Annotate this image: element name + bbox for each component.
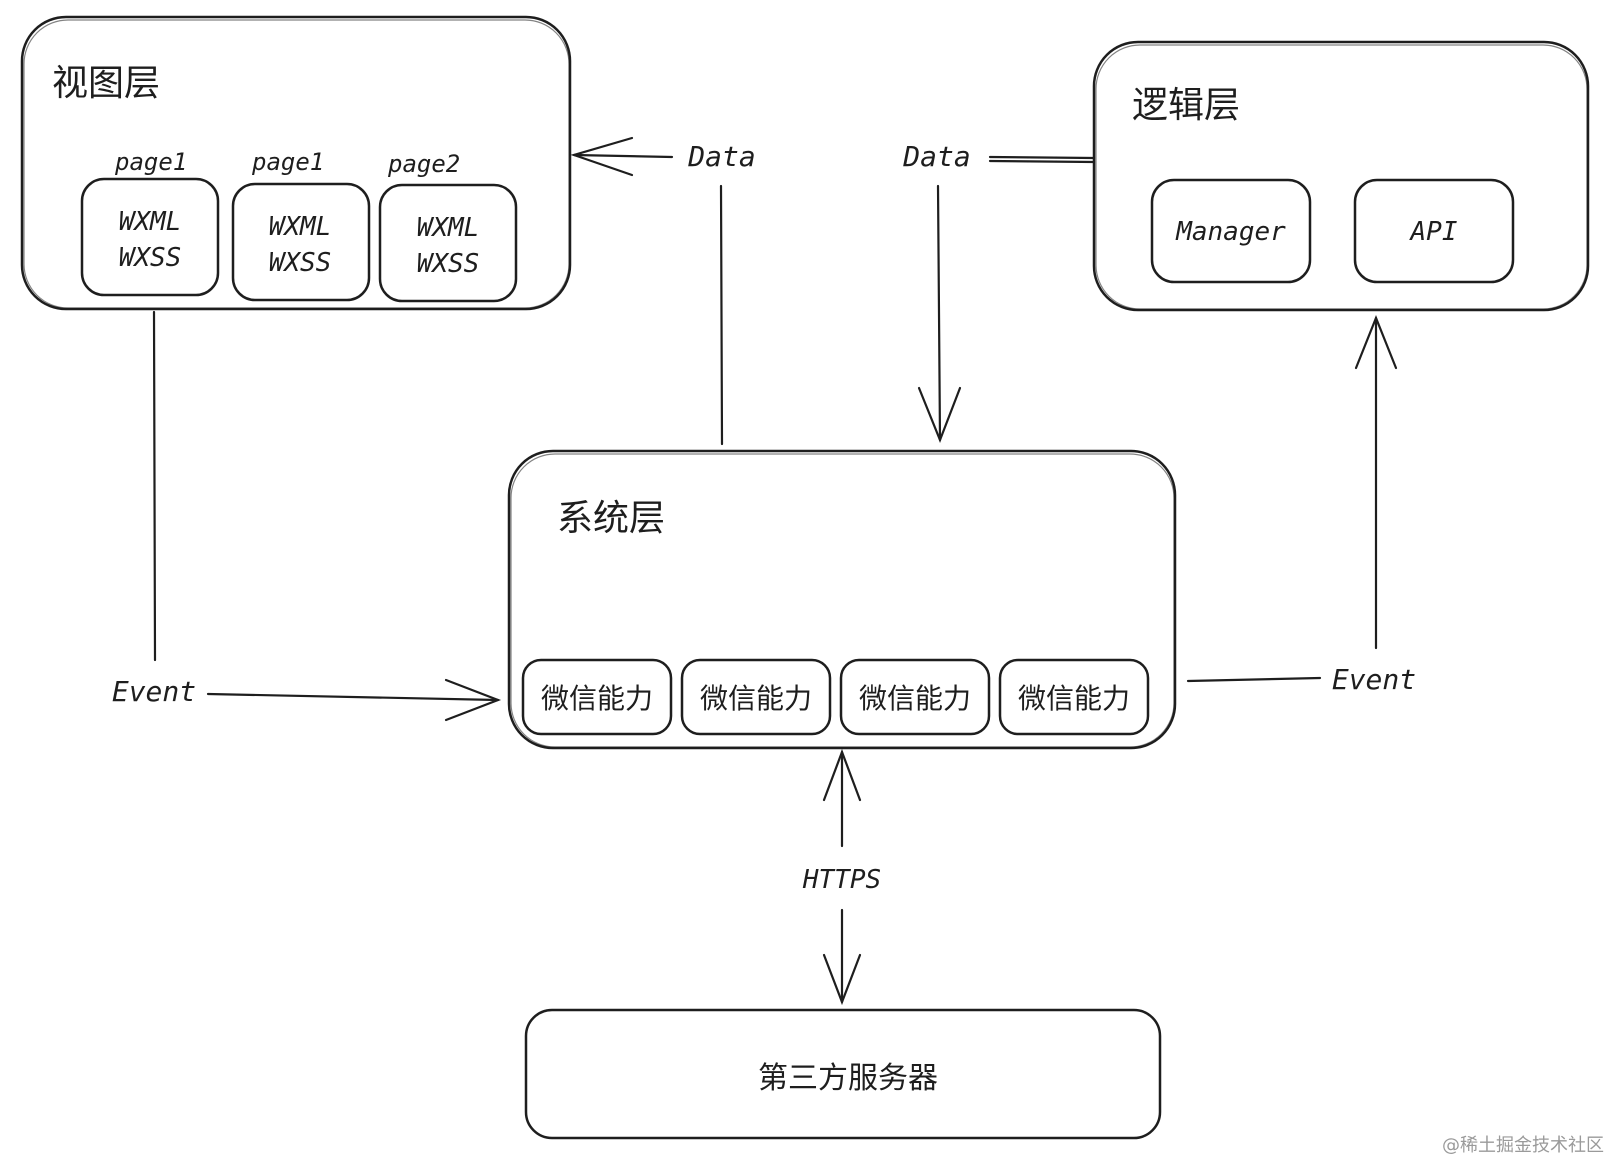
edge-https: HTTPS [802,748,881,1006]
system-layer: 系统层 微信能力 微信能力 微信能力 微信能力 [507,449,1177,750]
third-party-server: 第三方服务器 [524,1008,1162,1140]
page-label: page1 [114,148,187,176]
view-page-card: page1 WXML WXSS [80,148,220,297]
edge-data-to-view: Data [570,136,756,446]
page-label: page2 [387,150,460,178]
https-label: HTTPS [802,865,881,895]
logic-layer: 逻辑层 Manager API [1092,40,1590,312]
event-label-left: Event [112,675,196,708]
page-wxml: WXML [119,207,182,237]
logic-module-manager: Manager [1150,178,1312,284]
view-page-card: page2 WXML WXSS [378,150,518,303]
data-label-left: Data [687,140,755,173]
capability-label: 微信能力 [859,682,971,715]
page-wxml: WXML [417,213,480,243]
page-wxss: WXSS [119,243,182,273]
wechat-capability: 微信能力 [839,658,991,736]
module-label: API [1409,217,1458,247]
wechat-capability: 微信能力 [521,658,673,736]
edge-event-to-logic: Event [1186,315,1416,696]
capability-label: 微信能力 [1018,682,1130,715]
third-party-title: 第三方服务器 [758,1061,938,1096]
module-label: Manager [1175,217,1286,247]
watermark: @稀土掘金技术社区 [1442,1135,1604,1156]
view-layer-title: 视图层 [52,63,160,104]
edge-event-from-view: Event [112,310,502,722]
logic-layer-title: 逻辑层 [1132,85,1240,126]
data-label-right: Data [902,140,970,173]
page-wxml: WXML [269,212,332,242]
view-page-card: page1 WXML WXSS [231,148,371,302]
page-label: page1 [251,148,324,176]
edge-data-to-system: Data [902,140,1096,443]
wechat-capability: 微信能力 [680,658,832,736]
capability-label: 微信能力 [700,682,812,715]
capability-label: 微信能力 [541,682,653,715]
logic-module-api: API [1353,178,1515,284]
page-wxss: WXSS [269,248,332,278]
page-wxss: WXSS [417,249,480,279]
system-layer-title: 系统层 [557,498,665,539]
wechat-capability: 微信能力 [998,658,1150,736]
view-layer: 视图层 page1 WXML WXSS page1 WXML WXSS page… [20,15,572,311]
event-label-right: Event [1332,663,1416,696]
